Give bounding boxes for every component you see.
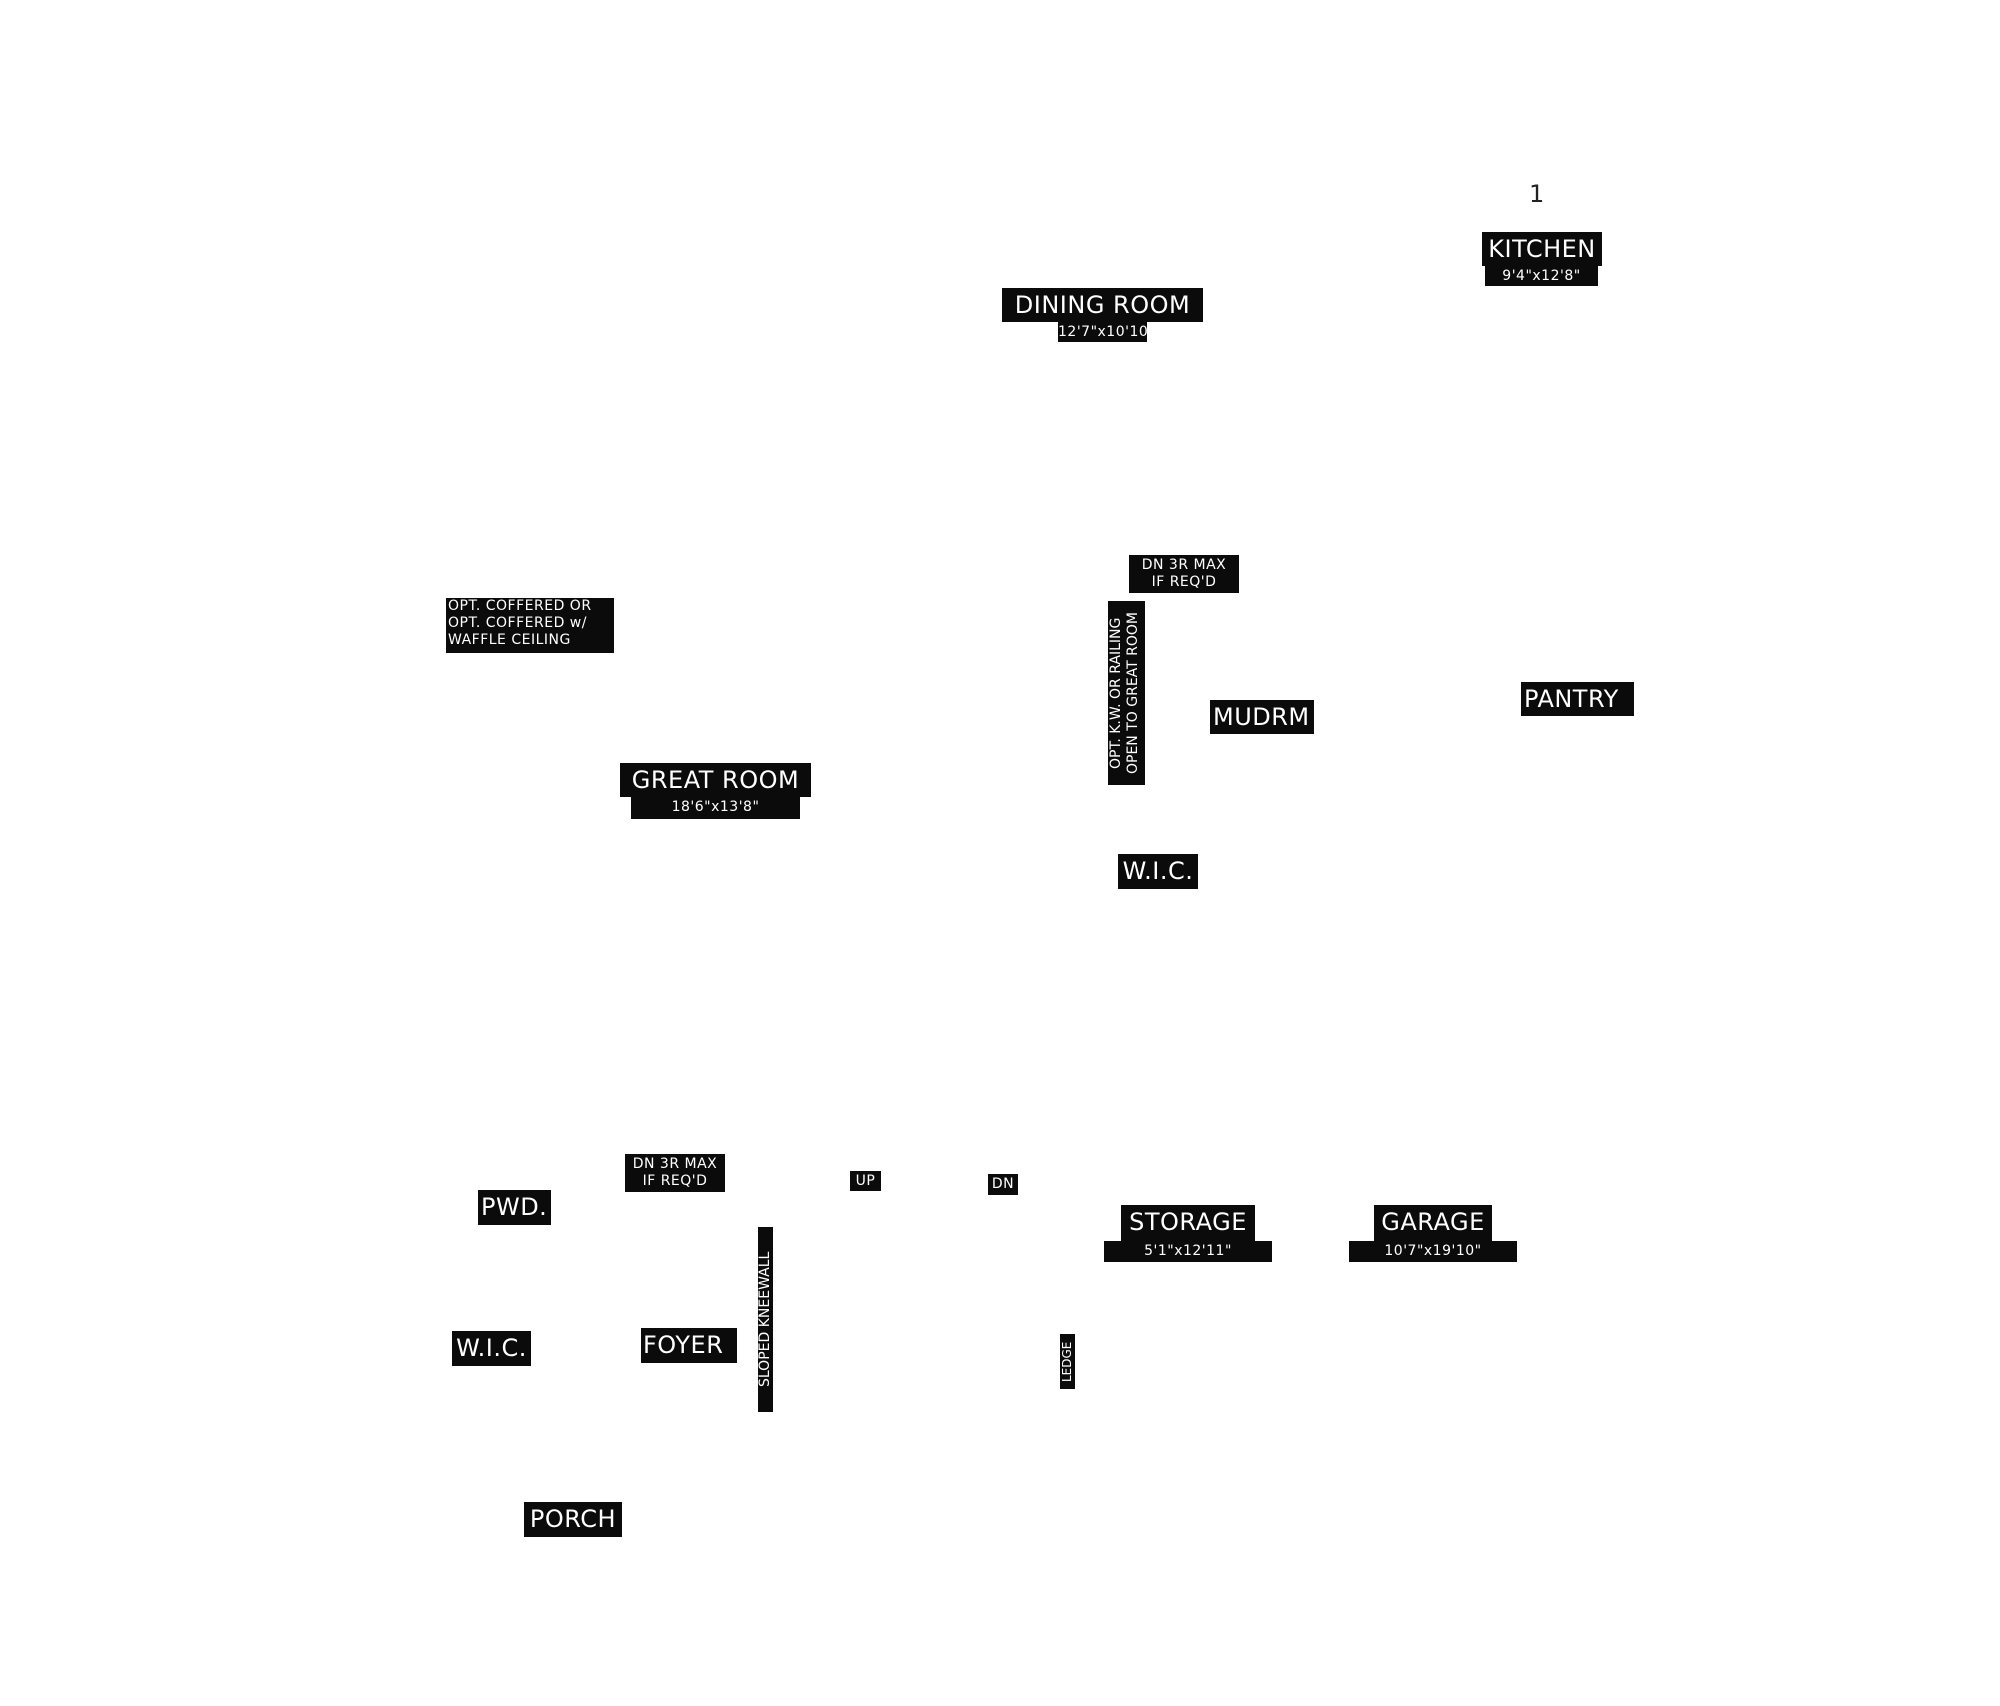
- room-label-great-room: GREAT ROOM: [620, 763, 811, 797]
- page-number: 1: [1529, 180, 1545, 208]
- note-ledge: LEDGE: [1060, 1334, 1075, 1389]
- room-dims-storage: 5'1"x12'11": [1104, 1241, 1272, 1262]
- room-label-storage: STORAGE: [1121, 1205, 1255, 1241]
- room-label-wic-upper: W.I.C.: [1118, 854, 1198, 889]
- room-label-foyer: FOYER: [641, 1328, 737, 1363]
- note-dn-3r-upper: DN 3R MAX IF REQ'D: [1129, 555, 1239, 593]
- note-coffered-ceiling: OPT. COFFERED OR OPT. COFFERED w/ WAFFLE…: [446, 598, 614, 653]
- room-label-porch: PORCH: [524, 1502, 622, 1537]
- room-label-garage: GARAGE: [1374, 1205, 1492, 1241]
- stair-up-label: UP: [850, 1171, 881, 1191]
- note-optional-railing: OPT. K.W. OR RAILING OPEN TO GREAT ROOM: [1108, 601, 1145, 785]
- room-dims-kitchen: 9'4"x12'8": [1485, 266, 1598, 286]
- room-label-wic-lower: W.I.C.: [452, 1331, 531, 1366]
- room-label-mudroom: MUDRM: [1210, 700, 1314, 734]
- room-dims-garage: 10'7"x19'10": [1349, 1241, 1517, 1262]
- room-dims-dining-room: 12'7"x10'10": [1058, 322, 1156, 342]
- stair-dn-label: DN: [988, 1174, 1018, 1195]
- room-label-pantry: PANTRY: [1521, 682, 1634, 716]
- room-label-powder: PWD.: [478, 1190, 551, 1225]
- room-dims-great-room: 18'6"x13'8": [631, 797, 800, 819]
- note-dn-3r-lower: DN 3R MAX IF REQ'D: [625, 1154, 725, 1192]
- note-sloped-kneewall: SLOPED KNEEWALL: [757, 1227, 773, 1412]
- room-label-dining-room: DINING ROOM: [1002, 288, 1203, 322]
- room-label-kitchen: KITCHEN: [1482, 232, 1602, 266]
